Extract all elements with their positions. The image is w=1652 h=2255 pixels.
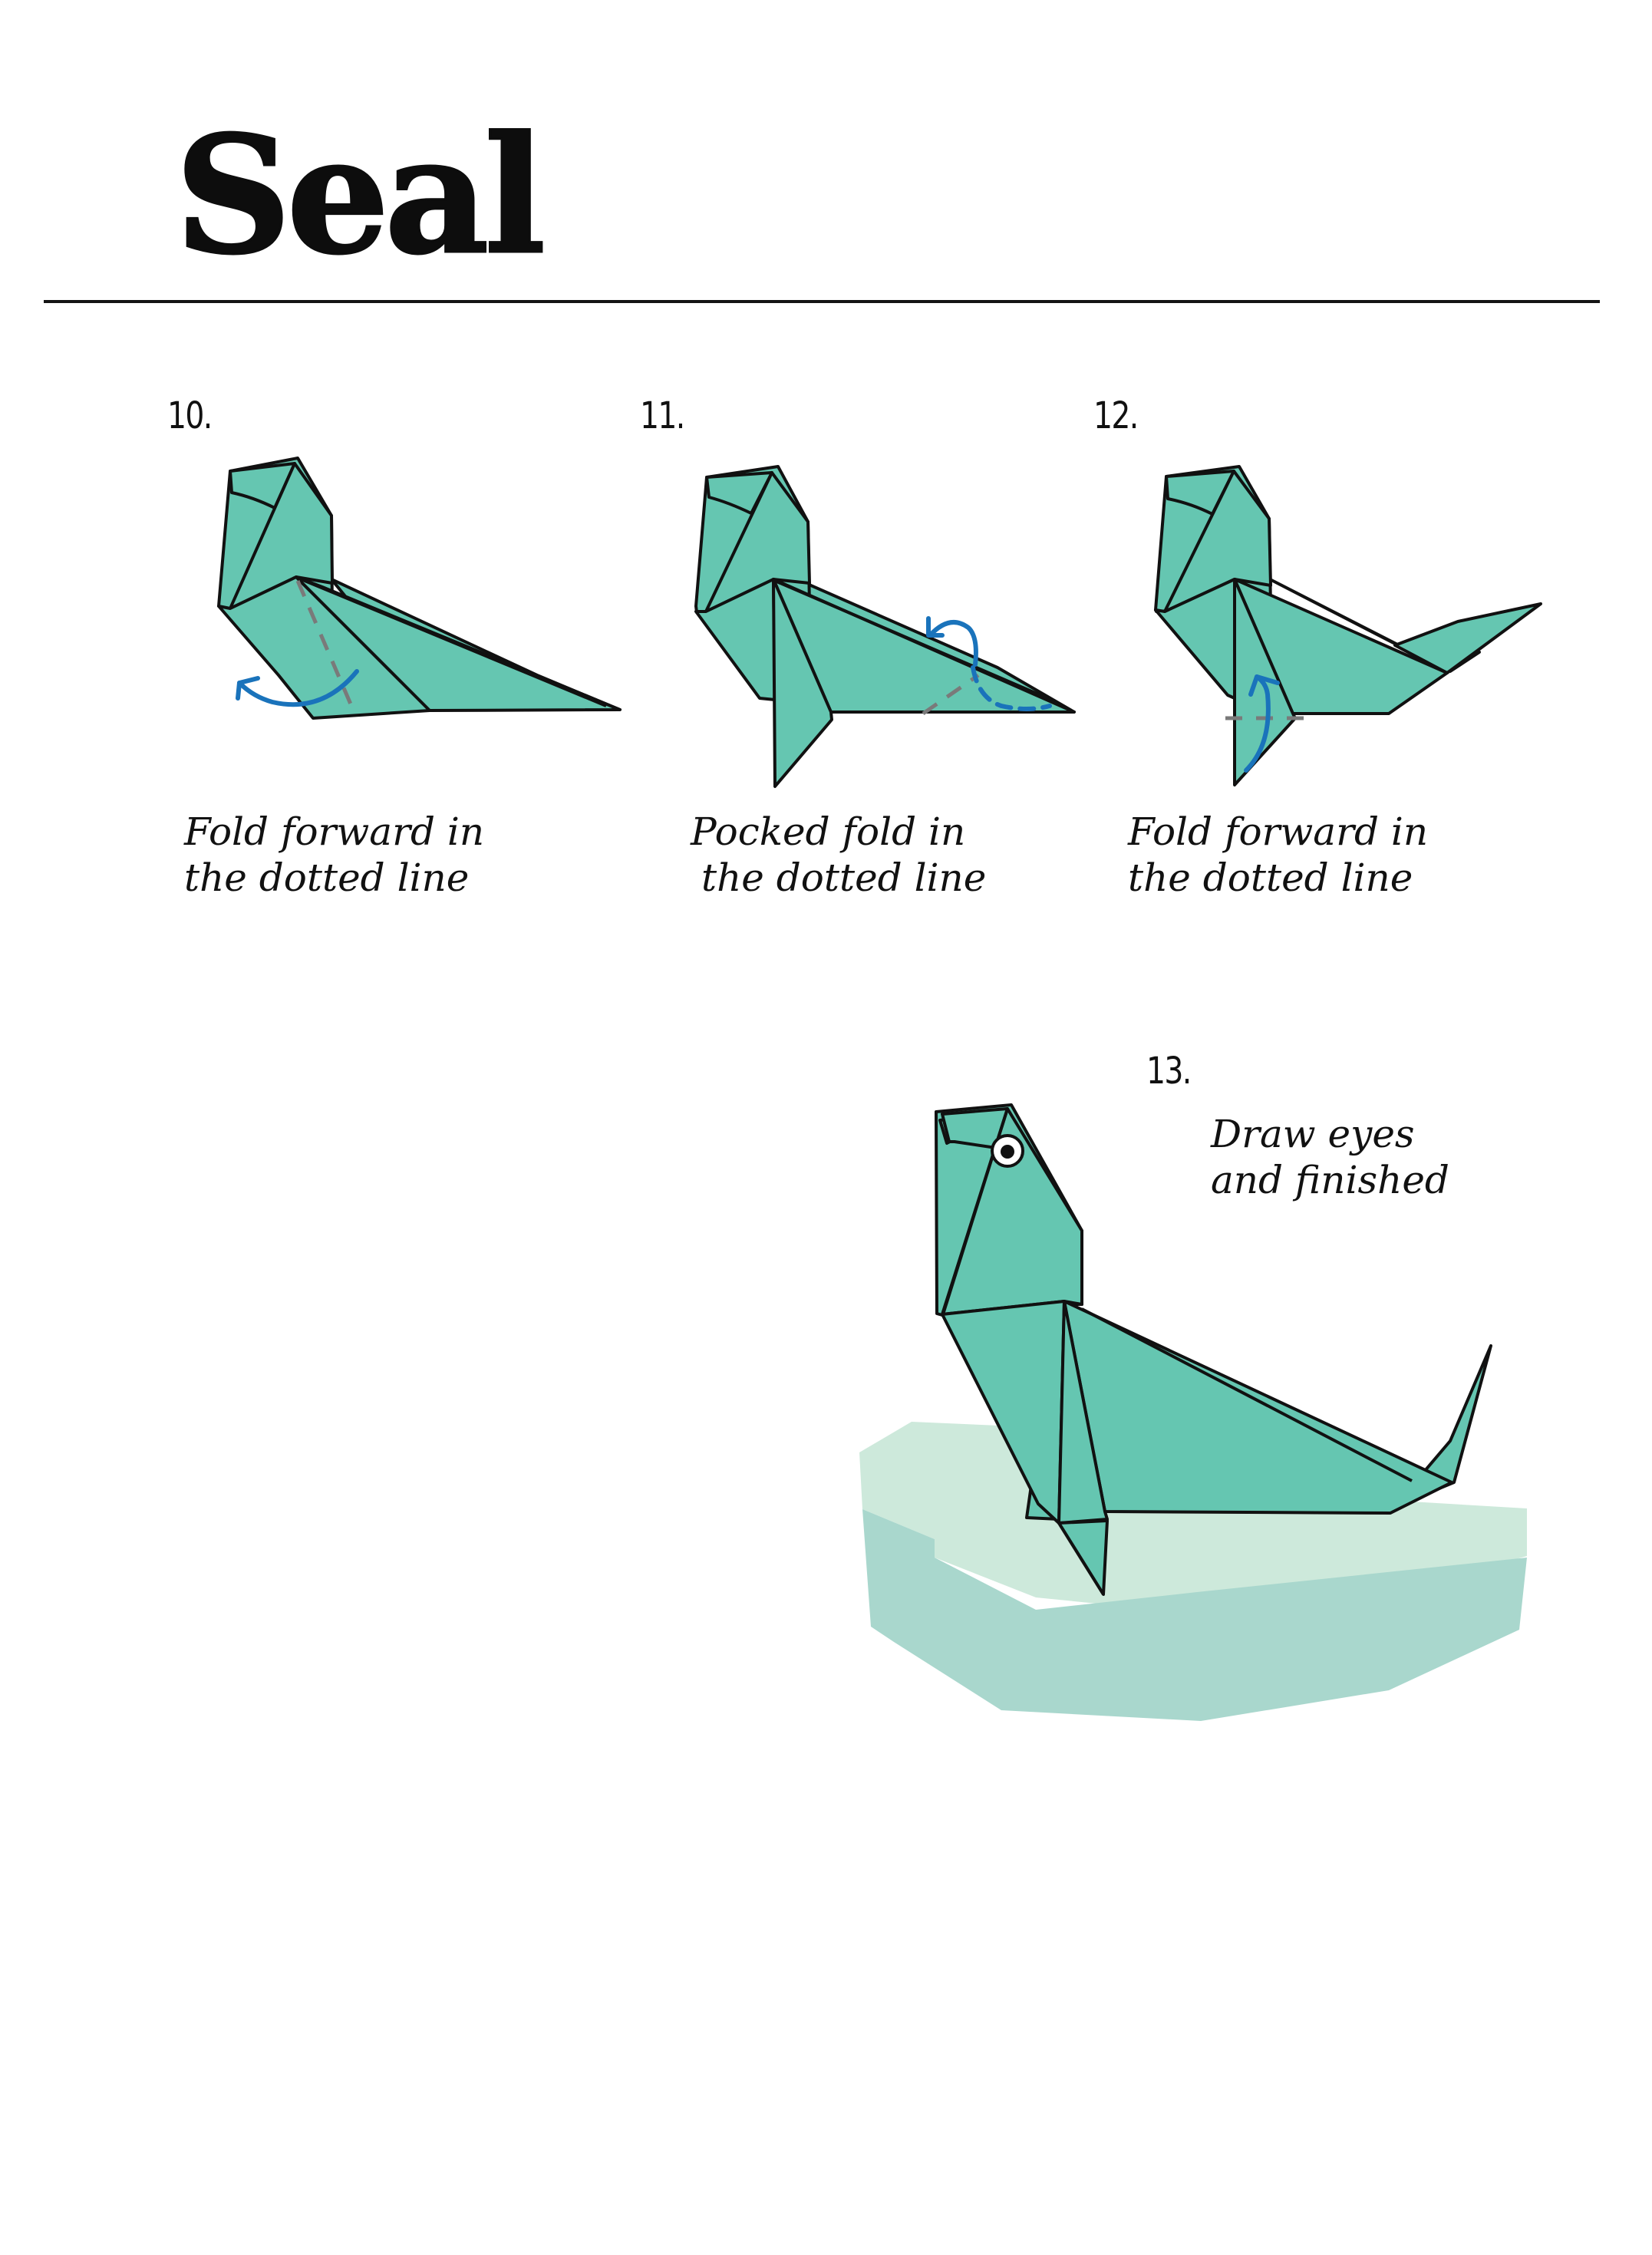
step-13-seal-figure — [935, 1103, 1492, 1596]
step-10-number: 10. — [167, 394, 213, 437]
step-12-caption: Fold forward in the dotted line — [1128, 809, 1428, 901]
step-11-fold-arrow-icon — [926, 616, 1052, 711]
step-12-caption-line2: the dotted line — [1128, 856, 1413, 900]
step-13-caption-line1: Draw eyes — [1211, 1112, 1415, 1156]
step-13-caption: Draw eyes and finished — [1211, 1111, 1449, 1203]
step-10-dashed-fold-line-icon — [295, 580, 354, 707]
step-10-seal-figure — [217, 457, 622, 720]
step-11-caption: Pocked fold in the dotted line — [691, 809, 986, 901]
page-title: Seal — [173, 101, 546, 290]
step-11-number: 11. — [640, 394, 685, 437]
step-10-caption-line1: Fold forward in — [184, 809, 485, 854]
step-12-number: 12. — [1093, 394, 1139, 437]
step-11-seal-figure — [694, 465, 1076, 788]
step-10-fold-arrow-icon — [236, 669, 359, 707]
step-11-caption-line1: Pocked fold in — [691, 809, 966, 854]
step-13-eye-icon — [991, 1134, 1024, 1168]
step-10-caption-line2: the dotted line — [184, 856, 470, 900]
step-11-caption-line2: the dotted line — [701, 856, 987, 900]
step-12-fold-arrow-icon — [1244, 674, 1280, 773]
step-13-caption-line2: and finished — [1211, 1158, 1449, 1202]
step-12-seal-figure — [1154, 465, 1542, 786]
step-10-caption: Fold forward in the dotted line — [184, 809, 484, 901]
step-11-dashed-fold-line-icon — [922, 673, 980, 716]
step-13-number: 13. — [1146, 1050, 1192, 1093]
title-divider — [44, 300, 1600, 303]
step-12-caption-line1: Fold forward in — [1128, 809, 1429, 854]
